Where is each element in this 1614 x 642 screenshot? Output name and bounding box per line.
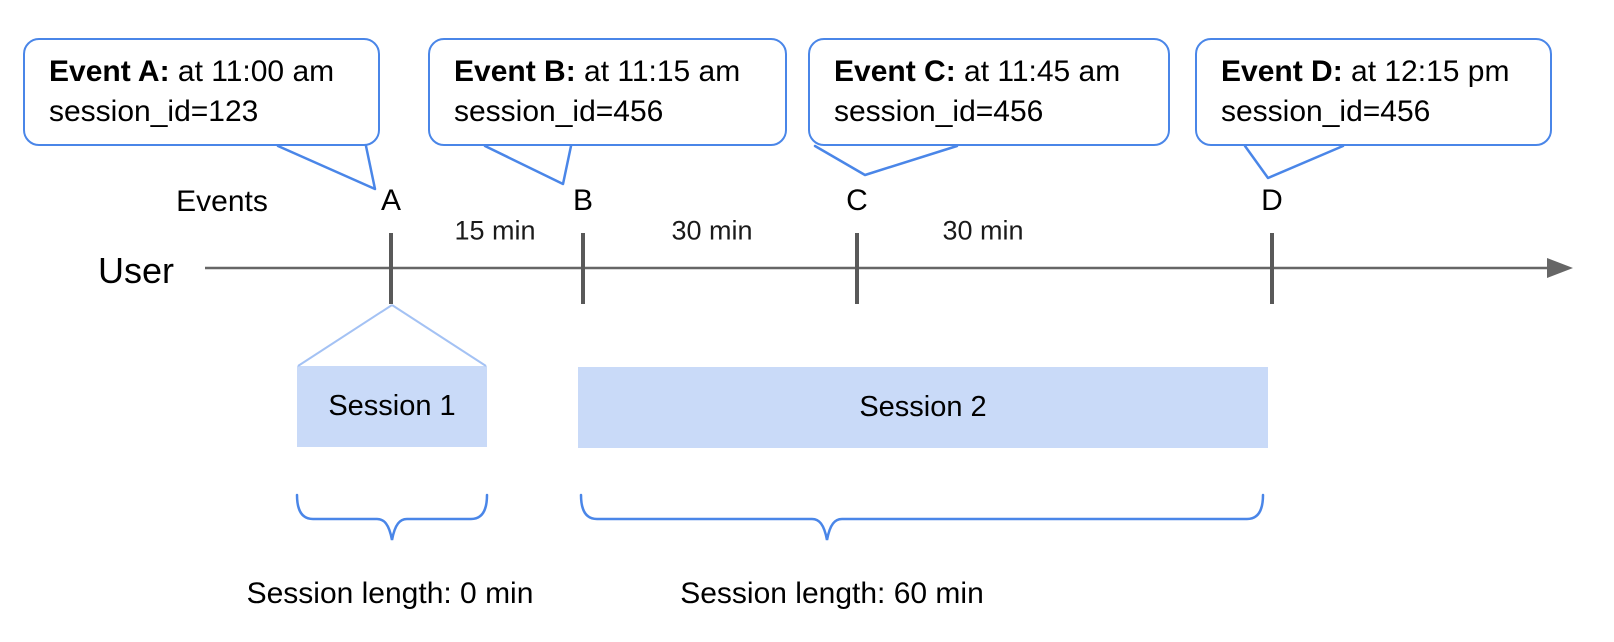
session-2-brace (579, 493, 1265, 541)
event-d-session-id: session_id=456 (1221, 95, 1431, 128)
event-c-title: Event C: (834, 55, 956, 88)
user-row-label: User (97, 250, 175, 291)
event-c-time: at 11:45 am (955, 55, 1121, 88)
session-2-label: Session 2 (859, 391, 987, 423)
event-c-session-id: session_id=456 (834, 95, 1044, 128)
event-d-time: at 12:15 pm (1342, 55, 1510, 88)
session-2-length-label: Session length: 60 min (680, 577, 984, 610)
marker-b-label: B (572, 184, 594, 217)
event-a-session-id: session_id=123 (49, 95, 259, 128)
event-d-callout-tail (1243, 144, 1345, 180)
session-2-box: Session 2 (578, 367, 1268, 448)
event-a-callout: Event A: at 11:00 am session_id=123 (23, 38, 380, 146)
session-1-funnel-left (297, 304, 393, 367)
session-1-funnel-right (391, 304, 487, 367)
event-a-time: at 11:00 am (169, 55, 335, 88)
event-d-callout-line1: Event D: at 12:15 pm (1221, 52, 1526, 92)
marker-c-label: C (846, 184, 868, 217)
event-c-callout-tail (813, 144, 959, 177)
event-a-callout-line1: Event A: at 11:00 am (49, 52, 354, 92)
session-1-length-label: Session length: 0 min (246, 577, 534, 610)
event-b-callout: Event B: at 11:15 am session_id=456 (428, 38, 787, 146)
session-1-label: Session 1 (328, 390, 456, 422)
interval-c-d-label: 30 min (942, 215, 1024, 246)
event-d-title: Event D: (1221, 55, 1343, 88)
marker-d-label: D (1261, 184, 1283, 217)
session-1-box: Session 1 (297, 366, 487, 447)
interval-b-c-label: 30 min (671, 215, 753, 246)
event-c-callout-line1: Event C: at 11:45 am (834, 52, 1144, 92)
event-b-title: Event B: (454, 55, 576, 88)
interval-a-b-label: 15 min (454, 215, 536, 246)
event-b-callout-tail (483, 144, 573, 186)
event-b-callout-line1: Event B: at 11:15 am (454, 52, 761, 92)
event-b-session-id: session_id=456 (454, 95, 664, 128)
session-1-brace (295, 493, 489, 541)
event-a-title: Event A: (49, 55, 170, 88)
event-c-callout: Event C: at 11:45 am session_id=456 (808, 38, 1170, 146)
timeline-arrowhead-icon (1547, 258, 1573, 278)
marker-a-label: A (380, 184, 402, 217)
event-b-time: at 11:15 am (575, 55, 741, 88)
event-d-callout: Event D: at 12:15 pm session_id=456 (1195, 38, 1552, 146)
events-row-label: Events (176, 185, 268, 218)
event-a-callout-tail (276, 144, 377, 191)
